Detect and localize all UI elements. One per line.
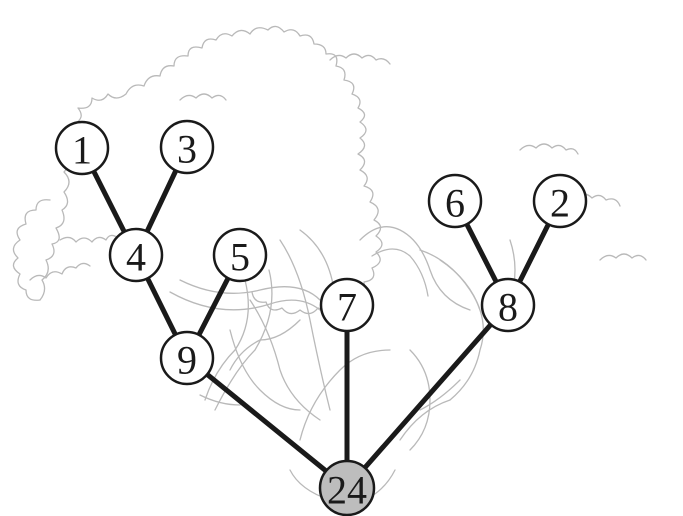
node-4-circle xyxy=(108,227,164,283)
edge-9-24 xyxy=(184,355,350,491)
node-24-label: 24 xyxy=(327,468,367,513)
node-6-circle xyxy=(427,173,483,229)
node-3: 3 xyxy=(159,119,215,175)
node-8-label: 8 xyxy=(498,285,518,330)
node-6-label: 6 xyxy=(445,181,465,226)
node-9: 9 xyxy=(159,330,215,386)
nodes: 1 3 4 5 9 7 6 2 xyxy=(54,119,588,516)
node-2: 2 xyxy=(532,173,588,229)
tree-outline-icon xyxy=(12,25,647,501)
node-5: 5 xyxy=(212,227,268,283)
node-4: 4 xyxy=(108,227,164,283)
node-3-circle xyxy=(159,119,215,175)
node-8: 8 xyxy=(480,277,536,333)
node-4-label: 4 xyxy=(126,235,146,280)
node-2-circle xyxy=(532,173,588,229)
node-3-label: 3 xyxy=(177,127,197,172)
node-5-label: 5 xyxy=(230,235,250,280)
node-1: 1 xyxy=(54,120,110,176)
node-7: 7 xyxy=(319,277,375,333)
node-1-circle xyxy=(54,120,110,176)
node-24: 24 xyxy=(318,459,376,516)
node-9-circle xyxy=(159,330,215,386)
node-1-label: 1 xyxy=(72,128,92,173)
node-7-label: 7 xyxy=(337,285,357,330)
node-9-label: 9 xyxy=(177,338,197,383)
node-2-label: 2 xyxy=(550,181,570,226)
node-24-circle xyxy=(318,459,376,516)
edge-8-24 xyxy=(344,302,511,491)
node-8-circle xyxy=(480,277,536,333)
node-6: 6 xyxy=(427,173,483,229)
node-5-circle xyxy=(212,227,268,283)
node-7-circle xyxy=(319,277,375,333)
